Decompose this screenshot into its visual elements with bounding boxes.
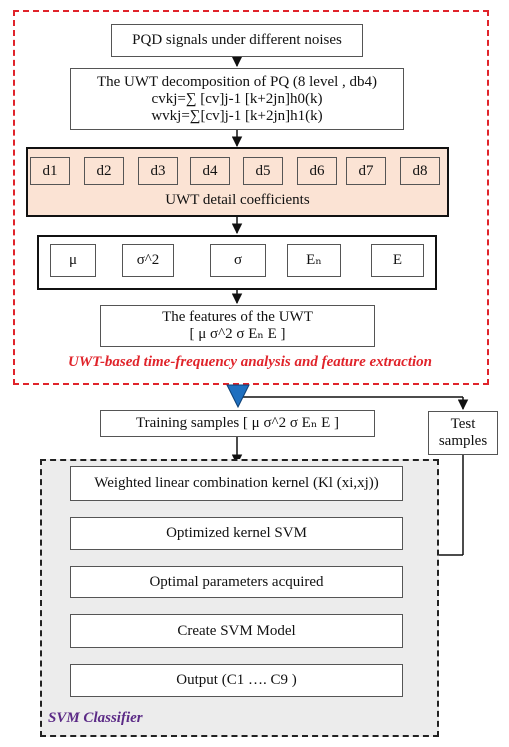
optimized-svm-step-text: Optimized kernel SVM bbox=[166, 525, 307, 541]
pqd-signals-box: PQD signals under different noises bbox=[111, 24, 363, 57]
training-samples-text: Training samples [ μ σ^2 σ Eₙ E ] bbox=[135, 415, 339, 431]
create-model-step-text: Create SVM Model bbox=[177, 622, 296, 639]
coefficient-box-d1: d1 bbox=[30, 157, 70, 185]
training-samples-box: Training samples [ μ σ^2 σ Eₙ E ] bbox=[100, 410, 375, 437]
uwt-decomposition-box: The UWT decomposition of PQ (8 level , d… bbox=[70, 68, 404, 130]
feature-box-4: E bbox=[371, 244, 424, 277]
features-summary-line2: [ μ σ^2 σ Eₙ E ] bbox=[189, 326, 286, 342]
blue-down-arrow-icon bbox=[226, 384, 250, 409]
coefficient-box-d7: d7 bbox=[346, 157, 386, 185]
coefficient-label: d8 bbox=[412, 162, 428, 179]
feature-box-3: Eₙ bbox=[287, 244, 341, 277]
coefficient-label: d2 bbox=[96, 162, 112, 179]
feature-box-2: σ bbox=[210, 244, 266, 277]
create-model-step-box: Create SVM Model bbox=[70, 614, 403, 648]
coefficient-box-d4: d4 bbox=[190, 157, 230, 185]
detail-coefficients-caption: UWT detail coefficients bbox=[165, 192, 310, 208]
test-samples-box: Test samples bbox=[428, 411, 498, 455]
feature-label: σ^2 bbox=[136, 252, 160, 268]
kernel-step-box: Weighted linear combination kernel (Kl (… bbox=[70, 466, 403, 501]
coefficient-label: d6 bbox=[309, 162, 325, 179]
feature-label: E bbox=[392, 252, 403, 268]
coefficient-box-d5: d5 bbox=[243, 157, 283, 185]
test-samples-line1: Test bbox=[450, 416, 476, 432]
decomposition-title: The UWT decomposition of PQ (8 level , d… bbox=[96, 73, 378, 90]
coefficient-box-d6: d6 bbox=[297, 157, 337, 185]
uwt-section-border bbox=[13, 10, 489, 385]
coefficient-box-d2: d2 bbox=[84, 157, 124, 185]
coefficient-box-d3: d3 bbox=[138, 157, 178, 185]
features-summary-line1: The features of the UWT bbox=[162, 309, 313, 325]
coefficient-label: d7 bbox=[358, 162, 374, 179]
decomposition-eq1: cvkj=∑ [cv]j-1 [k+2jn]h0(k) bbox=[151, 90, 323, 107]
coefficient-label: d1 bbox=[42, 162, 58, 179]
output-step-text: Output (C1 …. C9 ) bbox=[176, 672, 297, 688]
optimized-svm-step-box: Optimized kernel SVM bbox=[70, 517, 403, 550]
feature-label: σ bbox=[233, 252, 243, 268]
coefficient-box-d8: d8 bbox=[400, 157, 440, 185]
optimal-parameters-step-text: Optimal parameters acquired bbox=[149, 573, 324, 590]
feature-label: Eₙ bbox=[306, 252, 322, 268]
decomposition-eq2: wvkj=∑[cv]j-1 [k+2jn]h1(k) bbox=[151, 107, 323, 124]
pqd-signals-text: PQD signals under different noises bbox=[132, 32, 342, 48]
uwt-section-label: UWT-based time-frequency analysis and fe… bbox=[67, 354, 432, 370]
kernel-step-text: Weighted linear combination kernel (Kl (… bbox=[94, 475, 379, 491]
feature-label: μ bbox=[68, 252, 78, 268]
coefficient-label: d3 bbox=[150, 162, 166, 179]
output-step-box: Output (C1 …. C9 ) bbox=[70, 664, 403, 697]
coefficient-label: d5 bbox=[255, 162, 271, 179]
optimal-parameters-step-box: Optimal parameters acquired bbox=[70, 566, 403, 598]
feature-box-1: σ^2 bbox=[122, 244, 174, 277]
feature-box-0: μ bbox=[50, 244, 96, 277]
svm-section-label: SVM Classifier bbox=[48, 710, 143, 726]
features-summary-box: The features of the UWT [ μ σ^2 σ Eₙ E ] bbox=[100, 305, 375, 347]
test-samples-line2: samples bbox=[438, 433, 488, 449]
coefficient-label: d4 bbox=[202, 162, 218, 179]
